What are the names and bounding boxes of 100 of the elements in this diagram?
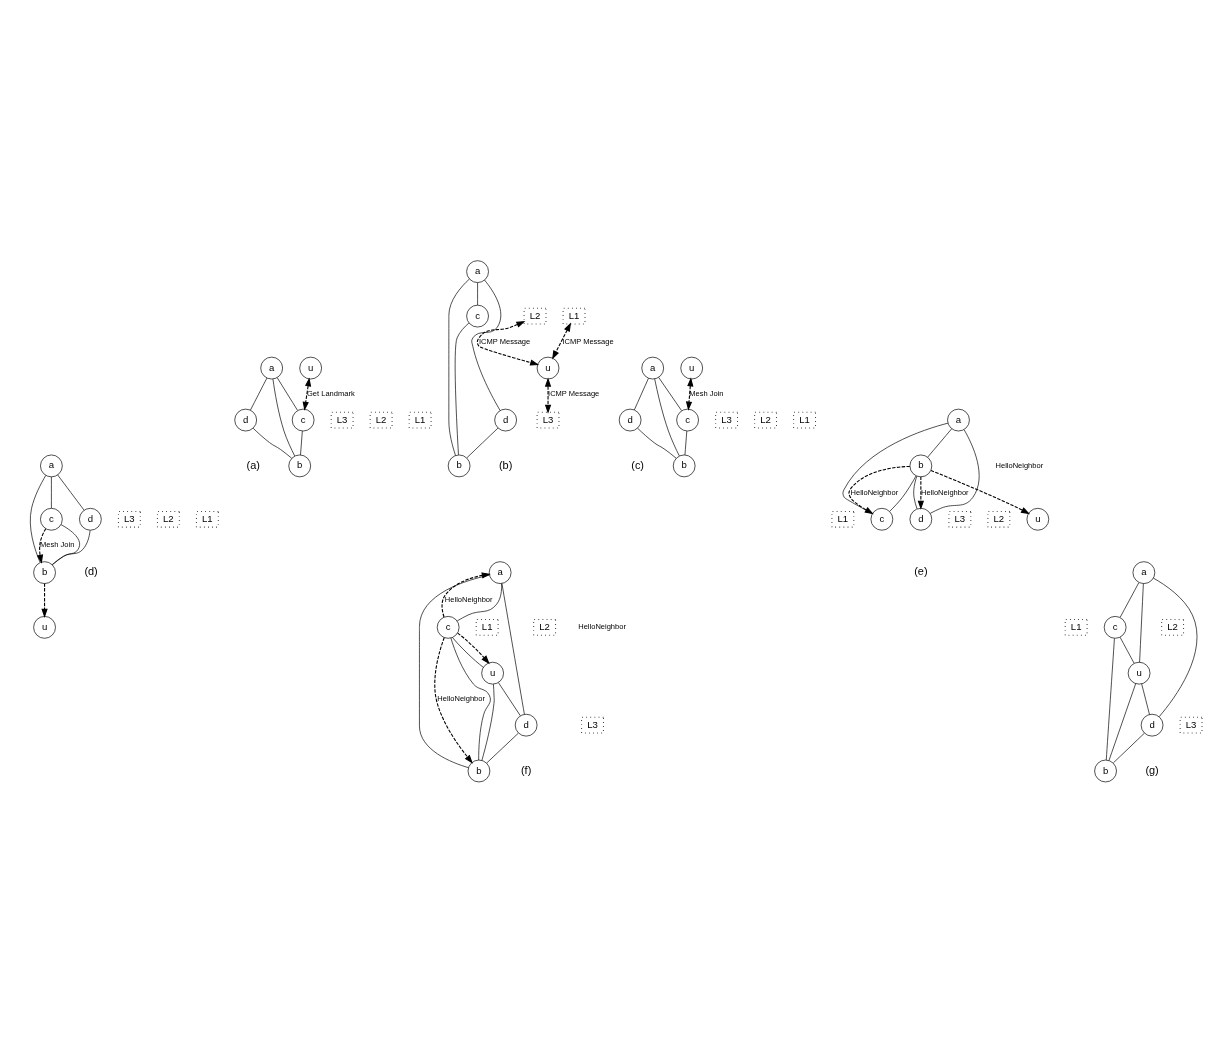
edge-label: Mesh Join xyxy=(40,540,75,550)
connector xyxy=(501,583,525,715)
node-circle: b xyxy=(672,454,696,478)
node-circle: a xyxy=(466,260,489,283)
connector xyxy=(452,637,484,668)
node-circle: a xyxy=(641,356,664,380)
node-box: L2 xyxy=(987,510,1011,528)
node-box: L1 xyxy=(195,510,219,528)
connector xyxy=(51,530,91,566)
node-circle: u xyxy=(680,356,703,380)
node-box: L3 xyxy=(117,510,141,528)
connector xyxy=(1139,583,1144,663)
arrow xyxy=(476,321,540,366)
connector xyxy=(486,732,519,764)
connector xyxy=(454,322,470,456)
node-circle: a xyxy=(1132,561,1156,584)
node-circle: a xyxy=(488,561,512,584)
edge-label: Get Landmark xyxy=(307,388,355,398)
node-circle: b xyxy=(33,561,56,584)
node-circle: u xyxy=(481,661,504,685)
connector xyxy=(1119,582,1140,618)
node-box: L1 xyxy=(475,618,499,636)
edge-label: HelloNeighbor xyxy=(437,694,485,704)
node-circle: b xyxy=(1094,759,1117,783)
connector xyxy=(450,637,491,761)
connector xyxy=(927,428,952,458)
arrow xyxy=(544,377,552,414)
connector xyxy=(1153,577,1198,717)
node-circle: c xyxy=(291,408,315,432)
arrow xyxy=(41,583,48,618)
connector xyxy=(1108,683,1136,761)
node-box: L1 xyxy=(831,510,855,528)
node-circle: d xyxy=(618,408,642,432)
label: (g) xyxy=(1145,763,1159,776)
connector xyxy=(658,377,682,411)
connector xyxy=(272,378,296,457)
node-circle: c xyxy=(466,304,489,328)
label: HelloNeighbor xyxy=(578,622,626,632)
label: (f) xyxy=(520,763,532,776)
connector xyxy=(1141,683,1150,715)
label: (c) xyxy=(631,458,645,471)
node-box: L3 xyxy=(581,716,604,734)
node-box: L1 xyxy=(408,411,432,429)
node-circle: d xyxy=(494,408,517,432)
node-circle: d xyxy=(909,508,933,531)
label: (a) xyxy=(246,458,260,471)
arrow xyxy=(685,377,694,411)
node-circle: a xyxy=(40,454,63,478)
node-circle: a xyxy=(260,356,283,380)
node-box: L2 xyxy=(533,618,557,636)
arrow xyxy=(552,322,572,360)
connector xyxy=(913,475,918,510)
node-circle: c xyxy=(870,508,894,531)
edge-label: ICMP Message xyxy=(478,337,531,346)
connector xyxy=(30,475,47,563)
connector xyxy=(654,378,680,457)
arrow xyxy=(441,572,491,618)
label: (e) xyxy=(914,565,928,578)
connector xyxy=(929,429,980,514)
node-circle: u xyxy=(299,356,322,380)
node-box: L2 xyxy=(523,307,547,325)
node-circle: u xyxy=(1026,508,1050,531)
node-circle: c xyxy=(1103,616,1127,639)
node-circle: b xyxy=(467,759,491,783)
connector xyxy=(684,430,688,456)
label: HelloNeighbor xyxy=(995,460,1044,470)
edge-label: ICMP Message xyxy=(548,388,600,398)
node-box: L2 xyxy=(754,411,778,429)
node-box: L3 xyxy=(330,411,354,429)
node-circle: u xyxy=(33,616,56,639)
arrow xyxy=(930,470,1031,515)
connector xyxy=(637,427,677,459)
connector xyxy=(466,427,499,459)
connector xyxy=(51,476,52,509)
arrow xyxy=(457,632,490,665)
node-circle: u xyxy=(1127,661,1151,685)
node-box: L2 xyxy=(1161,618,1185,636)
edge-label: HelloNeighbor xyxy=(850,488,899,498)
connector xyxy=(52,524,80,566)
node-circle: c xyxy=(436,616,460,639)
connector xyxy=(252,427,293,459)
arrow xyxy=(434,637,473,764)
label: (d) xyxy=(84,565,98,578)
node-box: L3 xyxy=(1179,716,1203,734)
connector xyxy=(448,278,470,456)
connector xyxy=(1113,732,1145,764)
connector xyxy=(250,377,268,411)
connector xyxy=(634,377,649,411)
connector xyxy=(481,683,495,761)
node-box: L2 xyxy=(369,411,393,429)
label: (b) xyxy=(498,458,513,471)
connector xyxy=(419,574,490,768)
connector xyxy=(477,282,478,306)
node-circle: u xyxy=(536,356,560,380)
node-circle: c xyxy=(676,408,699,432)
arrow xyxy=(848,465,911,515)
connector xyxy=(889,475,917,512)
connector xyxy=(276,377,298,411)
node-circle: a xyxy=(947,408,970,432)
node-circle: d xyxy=(514,713,538,737)
